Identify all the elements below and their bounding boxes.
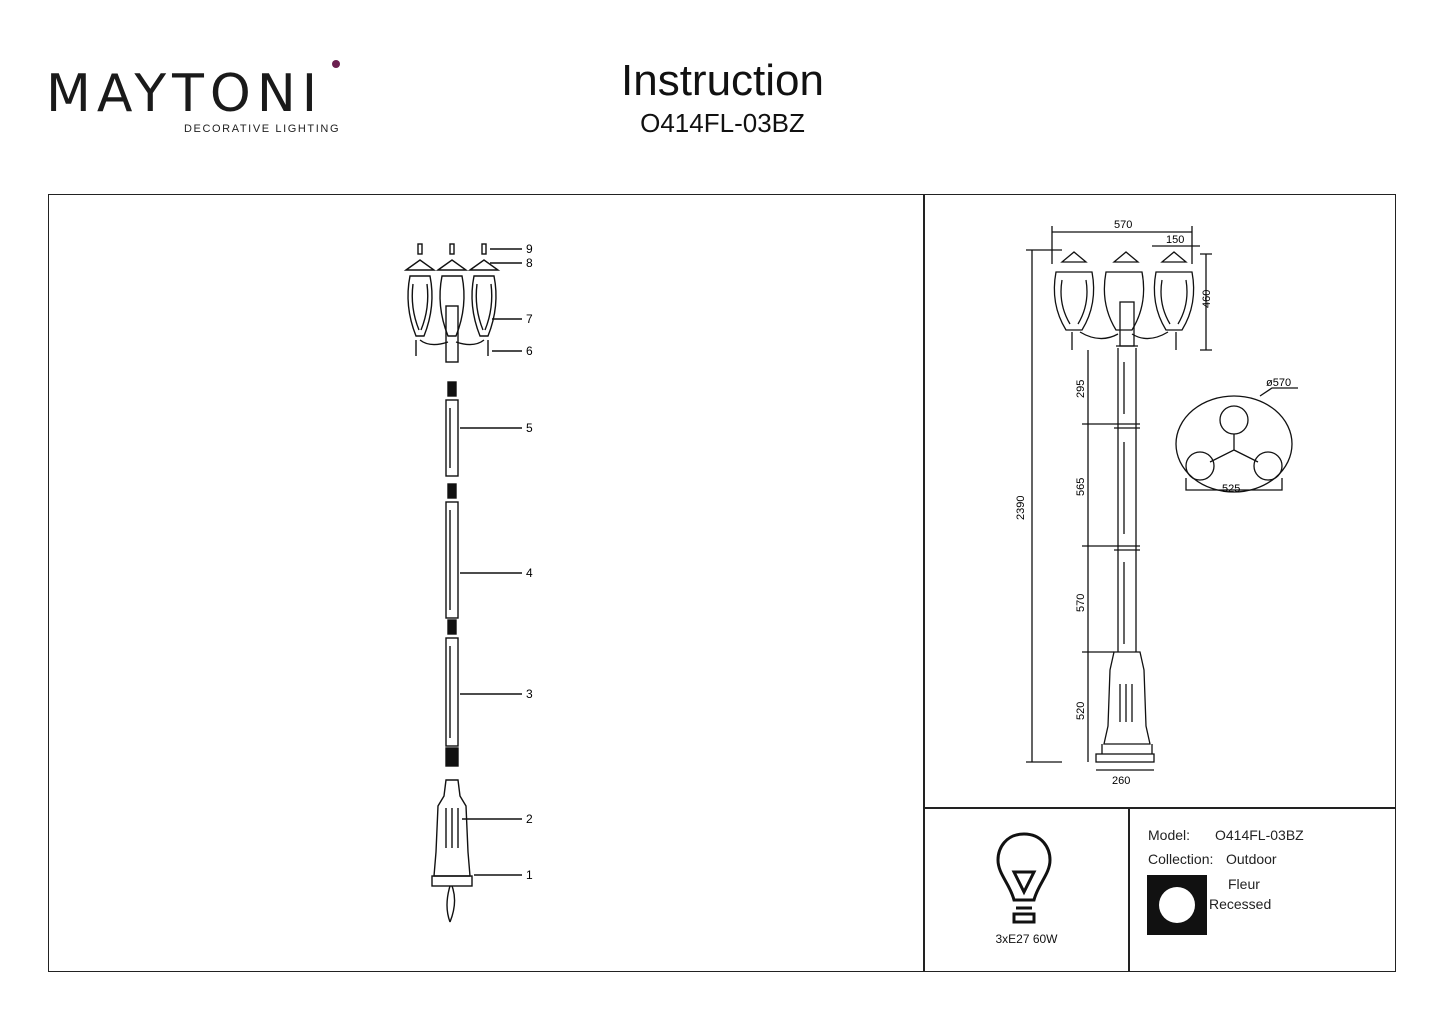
collection-name: Fleur: [1228, 876, 1260, 892]
dim-top-span: 525: [1222, 483, 1240, 495]
brand-tagline: DECORATIVE LIGHTING: [184, 123, 341, 135]
bulb-icon: [996, 832, 1052, 924]
model-code: O414FL-03BZ: [640, 108, 805, 138]
spec-divider: [1128, 807, 1130, 972]
top-view-drawing: ø570 525: [1175, 377, 1298, 495]
dim-seg-middle: 570: [1075, 594, 1087, 612]
model-label: Model:: [1148, 827, 1191, 843]
model-value: O414FL-03BZ: [1215, 827, 1304, 843]
dim-seg-top: 295: [1075, 380, 1087, 398]
part-label: 9: [526, 242, 533, 256]
frame-vertical-divider: [923, 194, 925, 972]
recessed-icon: [1147, 875, 1207, 935]
logo-accent-dot: [332, 60, 340, 68]
page-title: Instruction: [621, 56, 824, 105]
part-label: 1: [526, 868, 533, 882]
dim-head-height: 460: [1201, 290, 1213, 308]
dim-seg-base: 520: [1075, 702, 1087, 720]
dim-base-width: 260: [1112, 775, 1130, 787]
dimension-drawing: 570 150 460 2390 295 565 570 520 260: [1015, 219, 1213, 787]
part-label: 3: [526, 687, 533, 701]
brand-name: MAYTONI: [46, 64, 324, 124]
collection-label: Collection:: [1148, 851, 1214, 867]
part-label: 7: [526, 312, 533, 326]
frame-horizontal-divider: [923, 807, 1396, 809]
dim-total-width: 570: [1114, 219, 1132, 231]
dim-top-diameter: ø570: [1266, 377, 1291, 389]
part-label: 8: [526, 256, 533, 270]
dim-seg-upper: 565: [1075, 478, 1087, 496]
install-type: Recessed: [1209, 896, 1272, 912]
part-label: 4: [526, 566, 533, 580]
lamp-caption: 3xE27 60W: [995, 932, 1058, 946]
collection-value: Outdoor: [1226, 851, 1277, 867]
assembly-exploded-view: 9 8 7 6 5 4 3 2 1: [403, 242, 533, 923]
part-label: 5: [526, 421, 533, 435]
instruction-frame: [48, 194, 1396, 972]
dim-total-height: 2390: [1015, 496, 1027, 520]
dim-shade-width: 150: [1166, 234, 1184, 246]
maytoni-logo: MAYTONI DECORATIVE LIGHTING: [46, 60, 346, 142]
part-label: 6: [526, 344, 533, 358]
part-label: 2: [526, 812, 533, 826]
